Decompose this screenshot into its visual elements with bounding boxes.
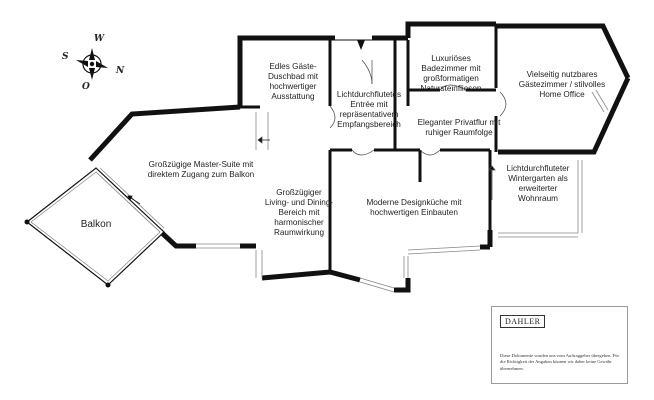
outer-walls [88,21,631,293]
room-label-balkon: Balkon [80,219,112,230]
room-label-main-bath: Luxuriöses Badezimmer mit großformatigen… [420,54,482,93]
compass-south: S [62,52,69,62]
room-label-entree: Lichtdurchflutetes Entrée mit repräsenta… [336,90,402,129]
room-label-kitchen: Moderne Designküche mit hochwertigen Ein… [366,198,462,217]
balcony-door [127,195,141,205]
door-swings [257,39,507,200]
balcony-corner [105,282,111,288]
room-label-office: Vielseitig nutzbares Gästezimmer / stilv… [518,70,606,99]
interior-walls [240,26,498,270]
room-label-guest-bath: Edles Gäste-Duschbad mit hochwertiger Au… [267,62,319,101]
balcony-corner [24,219,30,225]
compass-north: N [116,66,125,76]
room-label-living-dining: Großzügiger Living- und Dining-Bereich m… [264,188,334,237]
disclaimer-box: DAHLER Diese Dokumente wurden uns vom Au… [491,306,628,384]
room-label-private-hall: Eleganter Privatflur mit ruhiger Raumfol… [417,118,501,137]
windows [95,89,609,293]
disclaimer-text: Diese Dokumente wurden uns vom Auftragge… [500,353,620,371]
compass-west: W [94,34,105,44]
dahler-logo: DAHLER [500,315,546,328]
room-label-winter-garden: Lichtdurchfluteter Wintergarten als erwe… [506,164,570,203]
compass-rose [76,48,108,80]
compass-east: O [82,82,90,92]
room-label-master-suite: Großzügige Master-Suite mit direktem Zug… [147,160,255,179]
